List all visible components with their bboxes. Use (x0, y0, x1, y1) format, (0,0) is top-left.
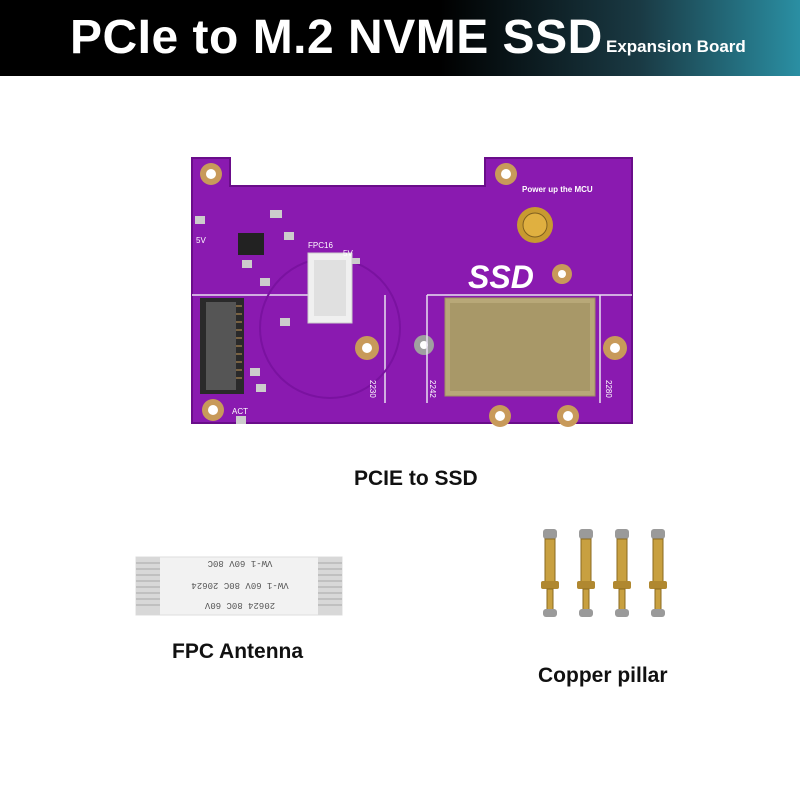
silk-5v-left: 5V (196, 236, 206, 245)
copper-pillar (577, 529, 595, 617)
silk-fpc: FPC16 (308, 241, 333, 250)
cable-print-1: VW-1 60V 80C (207, 558, 272, 568)
cable-print-3: 20624 80C 60V (204, 600, 275, 610)
silk-model: MPS2280_Rev1.0b (272, 424, 342, 433)
silk-2242: 2242 (428, 380, 437, 398)
silk-2230: 2230 (368, 380, 377, 398)
board-caption: PCIE to SSD (354, 467, 478, 490)
copper-pillars-image (541, 529, 667, 617)
pillar-caption: Copper pillar (538, 664, 668, 687)
silk-2280: 2280 (604, 380, 613, 398)
cable-print-2: VW-1 60V 80C 20624 (191, 580, 288, 590)
cable-caption: FPC Antenna (172, 640, 304, 663)
copper-pillar (541, 529, 559, 617)
fpc-cable-image: VW-1 60V 80C VW-1 60V 80C 20624 20624 80… (135, 556, 343, 616)
silk-act: ACT (232, 407, 248, 416)
pcb-board-image: Power up the MCU SSD FPC16 5V 5V ACT MPS… (191, 157, 633, 433)
header-banner: PCIe to M.2 NVME SSD Expansion Board (0, 0, 800, 76)
page-subtitle: Expansion Board (606, 37, 746, 56)
copper-pillar (649, 529, 667, 617)
copper-pillar (613, 529, 631, 617)
silk-5v-right: 5V (343, 249, 353, 258)
page-title: PCIe to M.2 NVME SSD (70, 11, 603, 64)
silk-mcu: Power up the MCU (522, 185, 593, 194)
silk-ssd: SSD (468, 259, 534, 295)
